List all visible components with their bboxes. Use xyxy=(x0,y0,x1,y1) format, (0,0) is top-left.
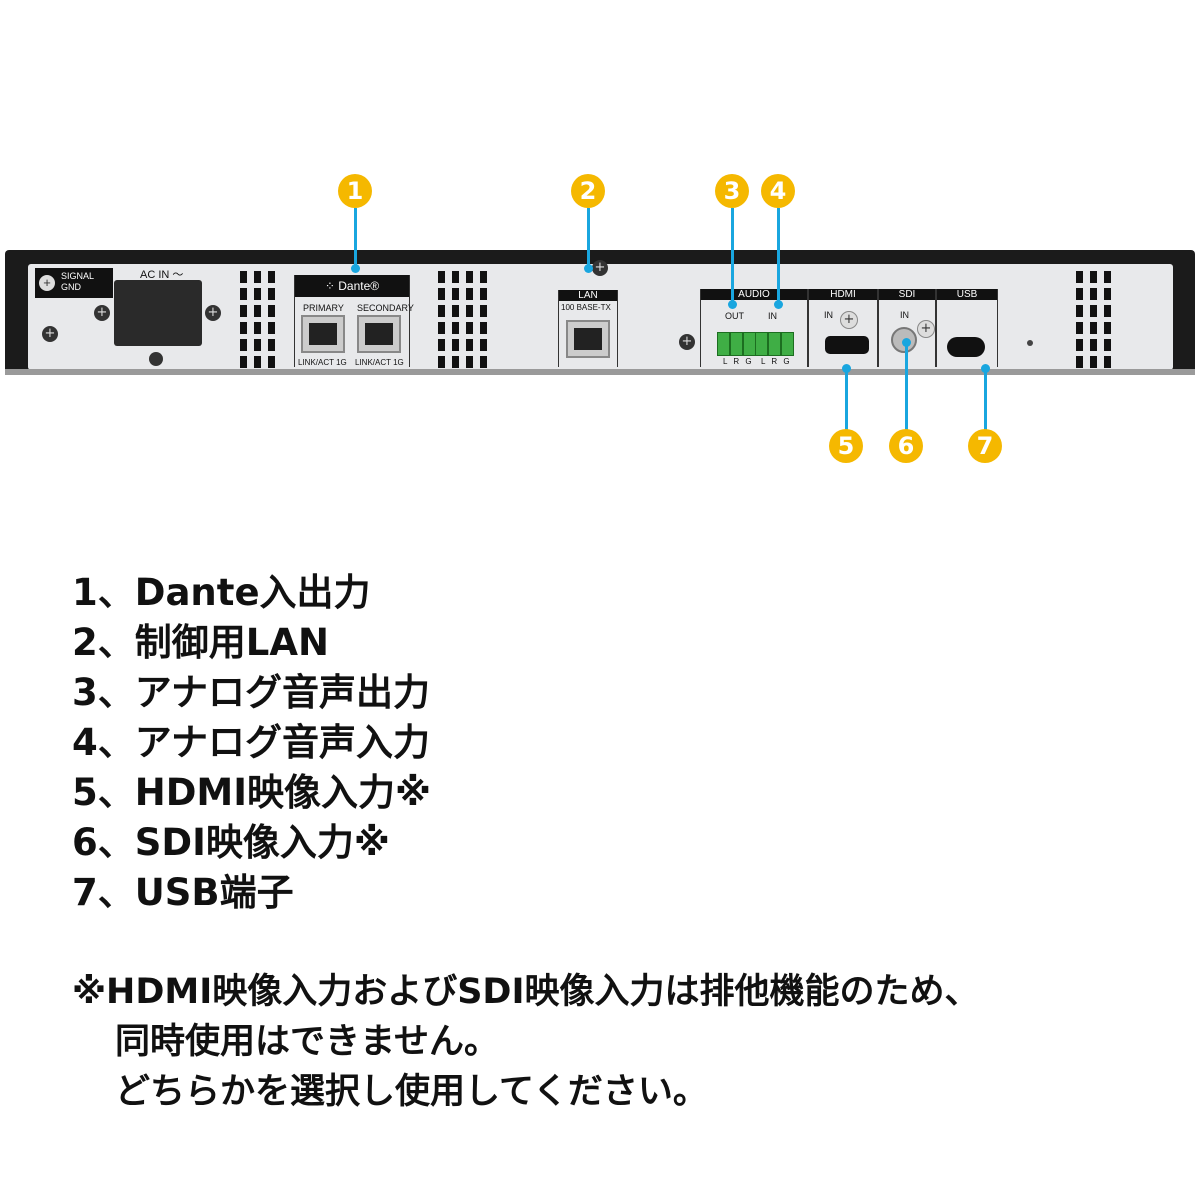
lan-spec-label: 100 BASE-TX xyxy=(561,303,611,312)
screw-icon: + xyxy=(205,305,221,321)
secondary-label: SECONDARY xyxy=(357,303,414,313)
audio-label: AUDIO xyxy=(701,289,807,300)
leader-line-3 xyxy=(731,208,734,302)
dante-logo: ⁘ Dante® xyxy=(295,275,409,297)
leader-dot xyxy=(351,264,360,273)
usb-label: USB xyxy=(937,289,997,300)
usb-c-port[interactable] xyxy=(947,337,985,357)
sdi-section: SDI IN + xyxy=(878,289,936,367)
audio-in-label: IN xyxy=(768,311,777,321)
leader-line-6 xyxy=(905,342,908,430)
vent xyxy=(438,271,488,369)
leader-dot xyxy=(981,364,990,373)
note-line-3: どちらかを選択し使用してください。 xyxy=(115,1072,708,1112)
signal-gnd-label-box: + SIGNAL GND xyxy=(35,268,113,298)
primary-label: PRIMARY xyxy=(303,303,344,313)
indicator-hole xyxy=(1027,340,1033,346)
callout-4: 4 xyxy=(761,174,795,208)
ac-inlet[interactable] xyxy=(114,280,202,346)
lrg-label: L R G xyxy=(761,357,792,366)
hdmi-in-label: IN xyxy=(824,310,833,320)
dante-section: ⁘ Dante® PRIMARY SECONDARY LINK/ACT 1G L… xyxy=(294,275,414,367)
leader-line-7 xyxy=(984,368,987,430)
sdi-bnc-port[interactable] xyxy=(891,327,917,353)
leader-line-1 xyxy=(354,208,357,266)
lrg-label: L R G xyxy=(723,357,754,366)
callout-6: 6 xyxy=(889,429,923,463)
legend-item: 7、USB端子 xyxy=(72,871,294,914)
legend-item: 5、HDMI映像入力※ xyxy=(72,771,431,814)
leader-line-2 xyxy=(587,208,590,268)
screw-icon: + xyxy=(39,275,55,291)
note-line-1: ※HDMI映像入力およびSDI映像入力は排他機能のため、 xyxy=(72,972,980,1012)
screw-icon: + xyxy=(94,305,110,321)
legend-item: 1、Dante入出力 xyxy=(72,571,371,614)
screw-icon: + xyxy=(42,326,58,342)
usb-section: USB xyxy=(936,289,998,367)
note-line-2: 同時使用はできません。 xyxy=(115,1022,499,1062)
audio-out-terminal[interactable] xyxy=(717,332,756,356)
legend-item: 3、アナログ音声出力 xyxy=(72,671,431,714)
foot-hole xyxy=(149,352,163,366)
callout-2: 2 xyxy=(571,174,605,208)
dante-secondary-port[interactable] xyxy=(357,315,401,353)
leader-dot xyxy=(728,300,737,309)
audio-out-label: OUT xyxy=(725,311,744,321)
callout-7: 7 xyxy=(968,429,1002,463)
screw-icon: + xyxy=(917,320,935,338)
ac-in-label: AC IN ～ xyxy=(140,269,184,281)
link-act-label: LINK/ACT 1G xyxy=(298,358,347,367)
audio-in-terminal[interactable] xyxy=(755,332,794,356)
sdi-in-label: IN xyxy=(900,310,909,320)
audio-section: AUDIO OUT IN L R G L R G xyxy=(700,289,808,367)
callout-5: 5 xyxy=(829,429,863,463)
sdi-label: SDI xyxy=(879,289,935,300)
lan-port[interactable] xyxy=(566,320,610,358)
legend-item: 2、制御用LAN xyxy=(72,621,329,664)
screw-icon: + xyxy=(840,311,858,329)
hdmi-section: HDMI IN + xyxy=(808,289,878,367)
dante-primary-port[interactable] xyxy=(301,315,345,353)
link-act-label: LINK/ACT 1G xyxy=(355,358,404,367)
vent xyxy=(240,271,276,369)
leader-dot xyxy=(902,338,911,347)
panel-base xyxy=(5,369,1195,375)
screw-icon: + xyxy=(592,260,608,276)
leader-dot xyxy=(584,264,593,273)
signal-gnd-label: SIGNAL GND xyxy=(61,271,94,292)
legend-item: 6、SDI映像入力※ xyxy=(72,821,390,864)
vent xyxy=(1076,271,1112,369)
leader-line-4 xyxy=(777,208,780,302)
callout-3: 3 xyxy=(715,174,749,208)
lan-section: LAN 100 BASE-TX xyxy=(558,290,618,367)
screw-icon: + xyxy=(679,334,695,350)
legend-item: 4、アナログ音声入力 xyxy=(72,721,431,764)
leader-dot xyxy=(842,364,851,373)
hdmi-port[interactable] xyxy=(825,336,869,354)
hdmi-label: HDMI xyxy=(809,289,877,300)
leader-dot xyxy=(774,300,783,309)
callout-1: 1 xyxy=(338,174,372,208)
lan-label: LAN xyxy=(559,290,617,301)
leader-line-5 xyxy=(845,368,848,430)
